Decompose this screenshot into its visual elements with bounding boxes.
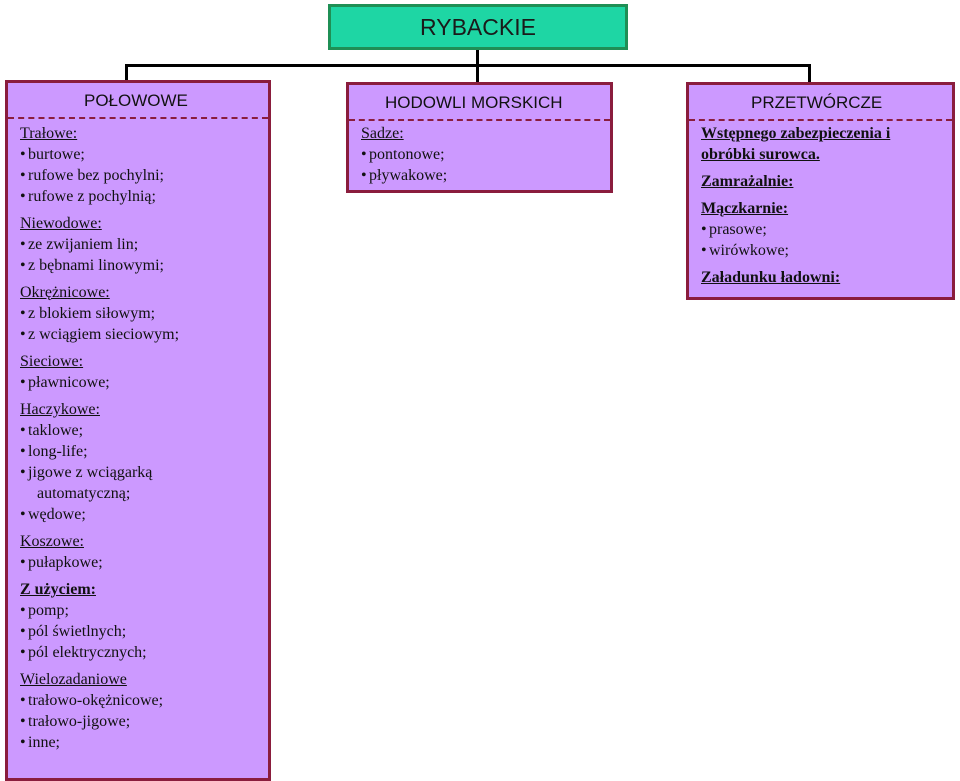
connector-stem — [476, 50, 479, 66]
box-przetworcze-body: Wstępnego zabezpieczenia i obróbki surowc… — [701, 123, 946, 294]
list-item: pól elektrycznych; — [20, 642, 262, 663]
group: Haczykowe: taklowe;long-life;jigowe z wci… — [20, 399, 262, 525]
connector-left — [125, 64, 128, 82]
root-node-rybackie: RYBACKIE — [328, 4, 628, 50]
connector-bar — [125, 64, 811, 67]
box-polowowe-header: POŁOWOWE — [8, 83, 268, 119]
group-title: Trałowe: — [20, 125, 78, 142]
group-title: Haczykowe: — [20, 401, 100, 418]
list-item: pomp; — [20, 600, 262, 621]
list-item: inne; — [20, 732, 262, 753]
list-item: taklowe; — [20, 420, 262, 441]
group-title: Wstępnego zabezpieczenia i — [701, 125, 891, 142]
connector-right — [808, 64, 811, 82]
box-hodowli-header: HODOWLI MORSKICH — [349, 85, 610, 121]
group: Sadze: pontonowe;pływakowe; — [361, 123, 604, 186]
group: Niewodowe: ze zwijaniem lin;z bębnami lin… — [20, 213, 262, 276]
box-polowowe-body: Trałowe: burtowe;rufowe bez pochylni;rufo… — [20, 123, 262, 759]
list-item: z blokiem siłowym; — [20, 303, 262, 324]
group-title: Z użyciem: — [20, 581, 96, 598]
group-title: Koszowe: — [20, 533, 84, 550]
list-item: automatyczną; — [37, 485, 131, 502]
list-item: wędowe; — [20, 504, 262, 525]
group-title: Sieciowe: — [20, 353, 84, 370]
box-hodowli-morskich: HODOWLI MORSKICH Sadze: pontonowe;pływako… — [346, 82, 613, 193]
group: Sieciowe: pławnicowe; — [20, 351, 262, 393]
group: Wstępnego zabezpieczenia i obróbki surowc… — [701, 123, 946, 165]
list-item: trałowo-okężnicowe; — [20, 690, 262, 711]
list-item: z bębnami linowymi; — [20, 255, 262, 276]
group: Koszowe: pułapkowe; — [20, 531, 262, 573]
group-title: Zamrażalnie: — [701, 173, 794, 190]
list-item: wirówkowe; — [701, 240, 946, 261]
list-item: long-life; — [20, 441, 262, 462]
group: Zamrażalnie: — [701, 171, 946, 192]
list-item: z wciągiem sieciowym; — [20, 324, 262, 345]
box-polowowe: POŁOWOWE Trałowe: burtowe;rufowe bez poch… — [5, 80, 271, 781]
list-item: trałowo-jigowe; — [20, 711, 262, 732]
group: Okrężnicowe: z blokiem siłowym;z wciągiem… — [20, 282, 262, 345]
group-title: Wielozadaniowe — [20, 671, 127, 688]
group-title: Mączkarnie: — [701, 200, 789, 217]
list-item: pontonowe; — [361, 144, 604, 165]
list-item: burtowe; — [20, 144, 262, 165]
group-title: Załadunku ładowni: — [701, 269, 841, 286]
list-item: pławnicowe; — [20, 372, 262, 393]
list-item: pływakowe; — [361, 165, 604, 186]
list-item: pól świetlnych; — [20, 621, 262, 642]
list-item: ze zwijaniem lin; — [20, 234, 262, 255]
group: Z użyciem: pomp;pól świetlnych;pól elektr… — [20, 579, 262, 663]
group-title: Sadze: — [361, 125, 404, 142]
box-przetworcze-title: PRZETWÓRCZE — [751, 93, 883, 112]
group: Załadunku ładowni: — [701, 267, 946, 288]
box-przetworcze: PRZETWÓRCZE Wstępnego zabezpieczenia i ob… — [686, 82, 955, 300]
group: Mączkarnie: prasowe;wirówkowe; — [701, 198, 946, 261]
group: Wielozadaniowe trałowo-okężnicowe;trałowo… — [20, 669, 262, 753]
list-item: pułapkowe; — [20, 552, 262, 573]
group-title: Okrężnicowe: — [20, 284, 110, 301]
box-hodowli-title: HODOWLI MORSKICH — [385, 93, 563, 112]
list-item: jigowe z wciągarką — [20, 462, 262, 483]
list-item: rufowe bez pochylni; — [20, 165, 262, 186]
list-item: prasowe; — [701, 219, 946, 240]
box-polowowe-title: POŁOWOWE — [84, 91, 188, 110]
group: Trałowe: burtowe;rufowe bez pochylni;rufo… — [20, 123, 262, 207]
list-item: rufowe z pochylnią; — [20, 186, 262, 207]
box-hodowli-body: Sadze: pontonowe;pływakowe; — [361, 123, 604, 192]
box-przetworcze-header: PRZETWÓRCZE — [689, 85, 952, 121]
root-title: RYBACKIE — [420, 13, 536, 40]
group-title-continued: obróbki surowca. — [701, 146, 820, 163]
group-title: Niewodowe: — [20, 215, 102, 232]
connector-middle — [476, 64, 479, 82]
